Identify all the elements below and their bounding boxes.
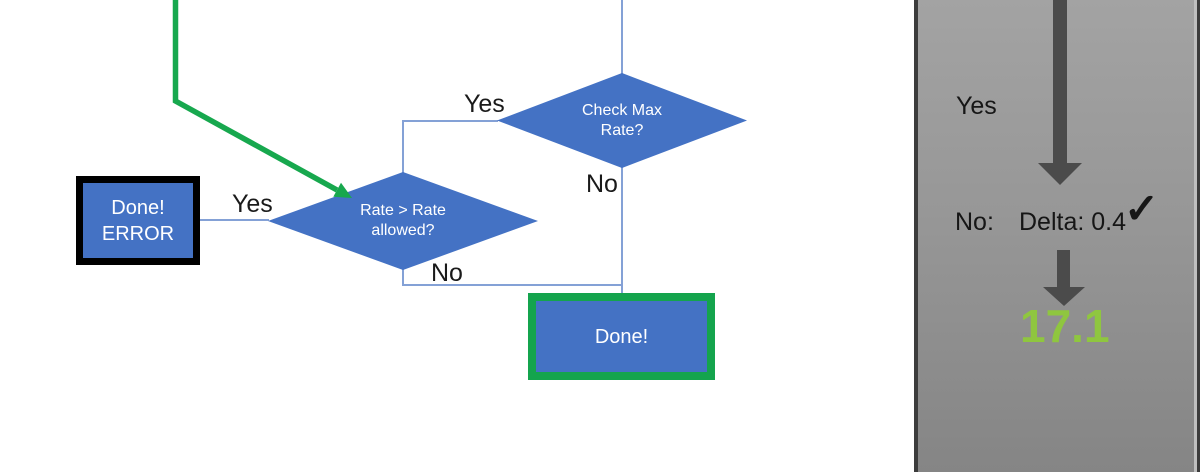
- panel-delta-value: Delta: 0.4: [1019, 208, 1127, 236]
- green-flow-arrowhead-icon: [333, 182, 352, 198]
- down-arrow-icon: [1053, 0, 1067, 164]
- annotation-panel-light-edge: [1194, 0, 1197, 472]
- terminal-done-label: Done!: [594, 325, 649, 348]
- panel-no-label: No:: [955, 208, 994, 236]
- edge-label-rate-no: No: [431, 259, 463, 287]
- edge-label-checkmax-yes: Yes: [464, 90, 505, 118]
- connector-checkmax-yes-to-rate: [402, 120, 498, 173]
- down-arrow-icon: [1057, 250, 1070, 288]
- decision-check-max-rate-label: Check Max Rate?: [581, 101, 663, 139]
- terminal-done-error-label: Done! ERROR: [101, 196, 175, 245]
- edge-label-checkmax-no: No: [586, 170, 618, 198]
- terminal-done-error-box: Done! ERROR: [76, 176, 200, 265]
- terminal-done-box: Done!: [528, 293, 715, 380]
- green-flow-path: [172, 0, 339, 193]
- edge-label-rate-yes: Yes: [232, 190, 273, 218]
- decision-rate-allowed-label: Rate > Rate allowed?: [360, 202, 446, 239]
- check-icon: ✓: [1124, 185, 1160, 232]
- panel-result-value: 17.1: [1020, 300, 1110, 352]
- panel-yes-label: Yes: [956, 92, 997, 120]
- annotation-panel-dark-edge: [1197, 0, 1200, 472]
